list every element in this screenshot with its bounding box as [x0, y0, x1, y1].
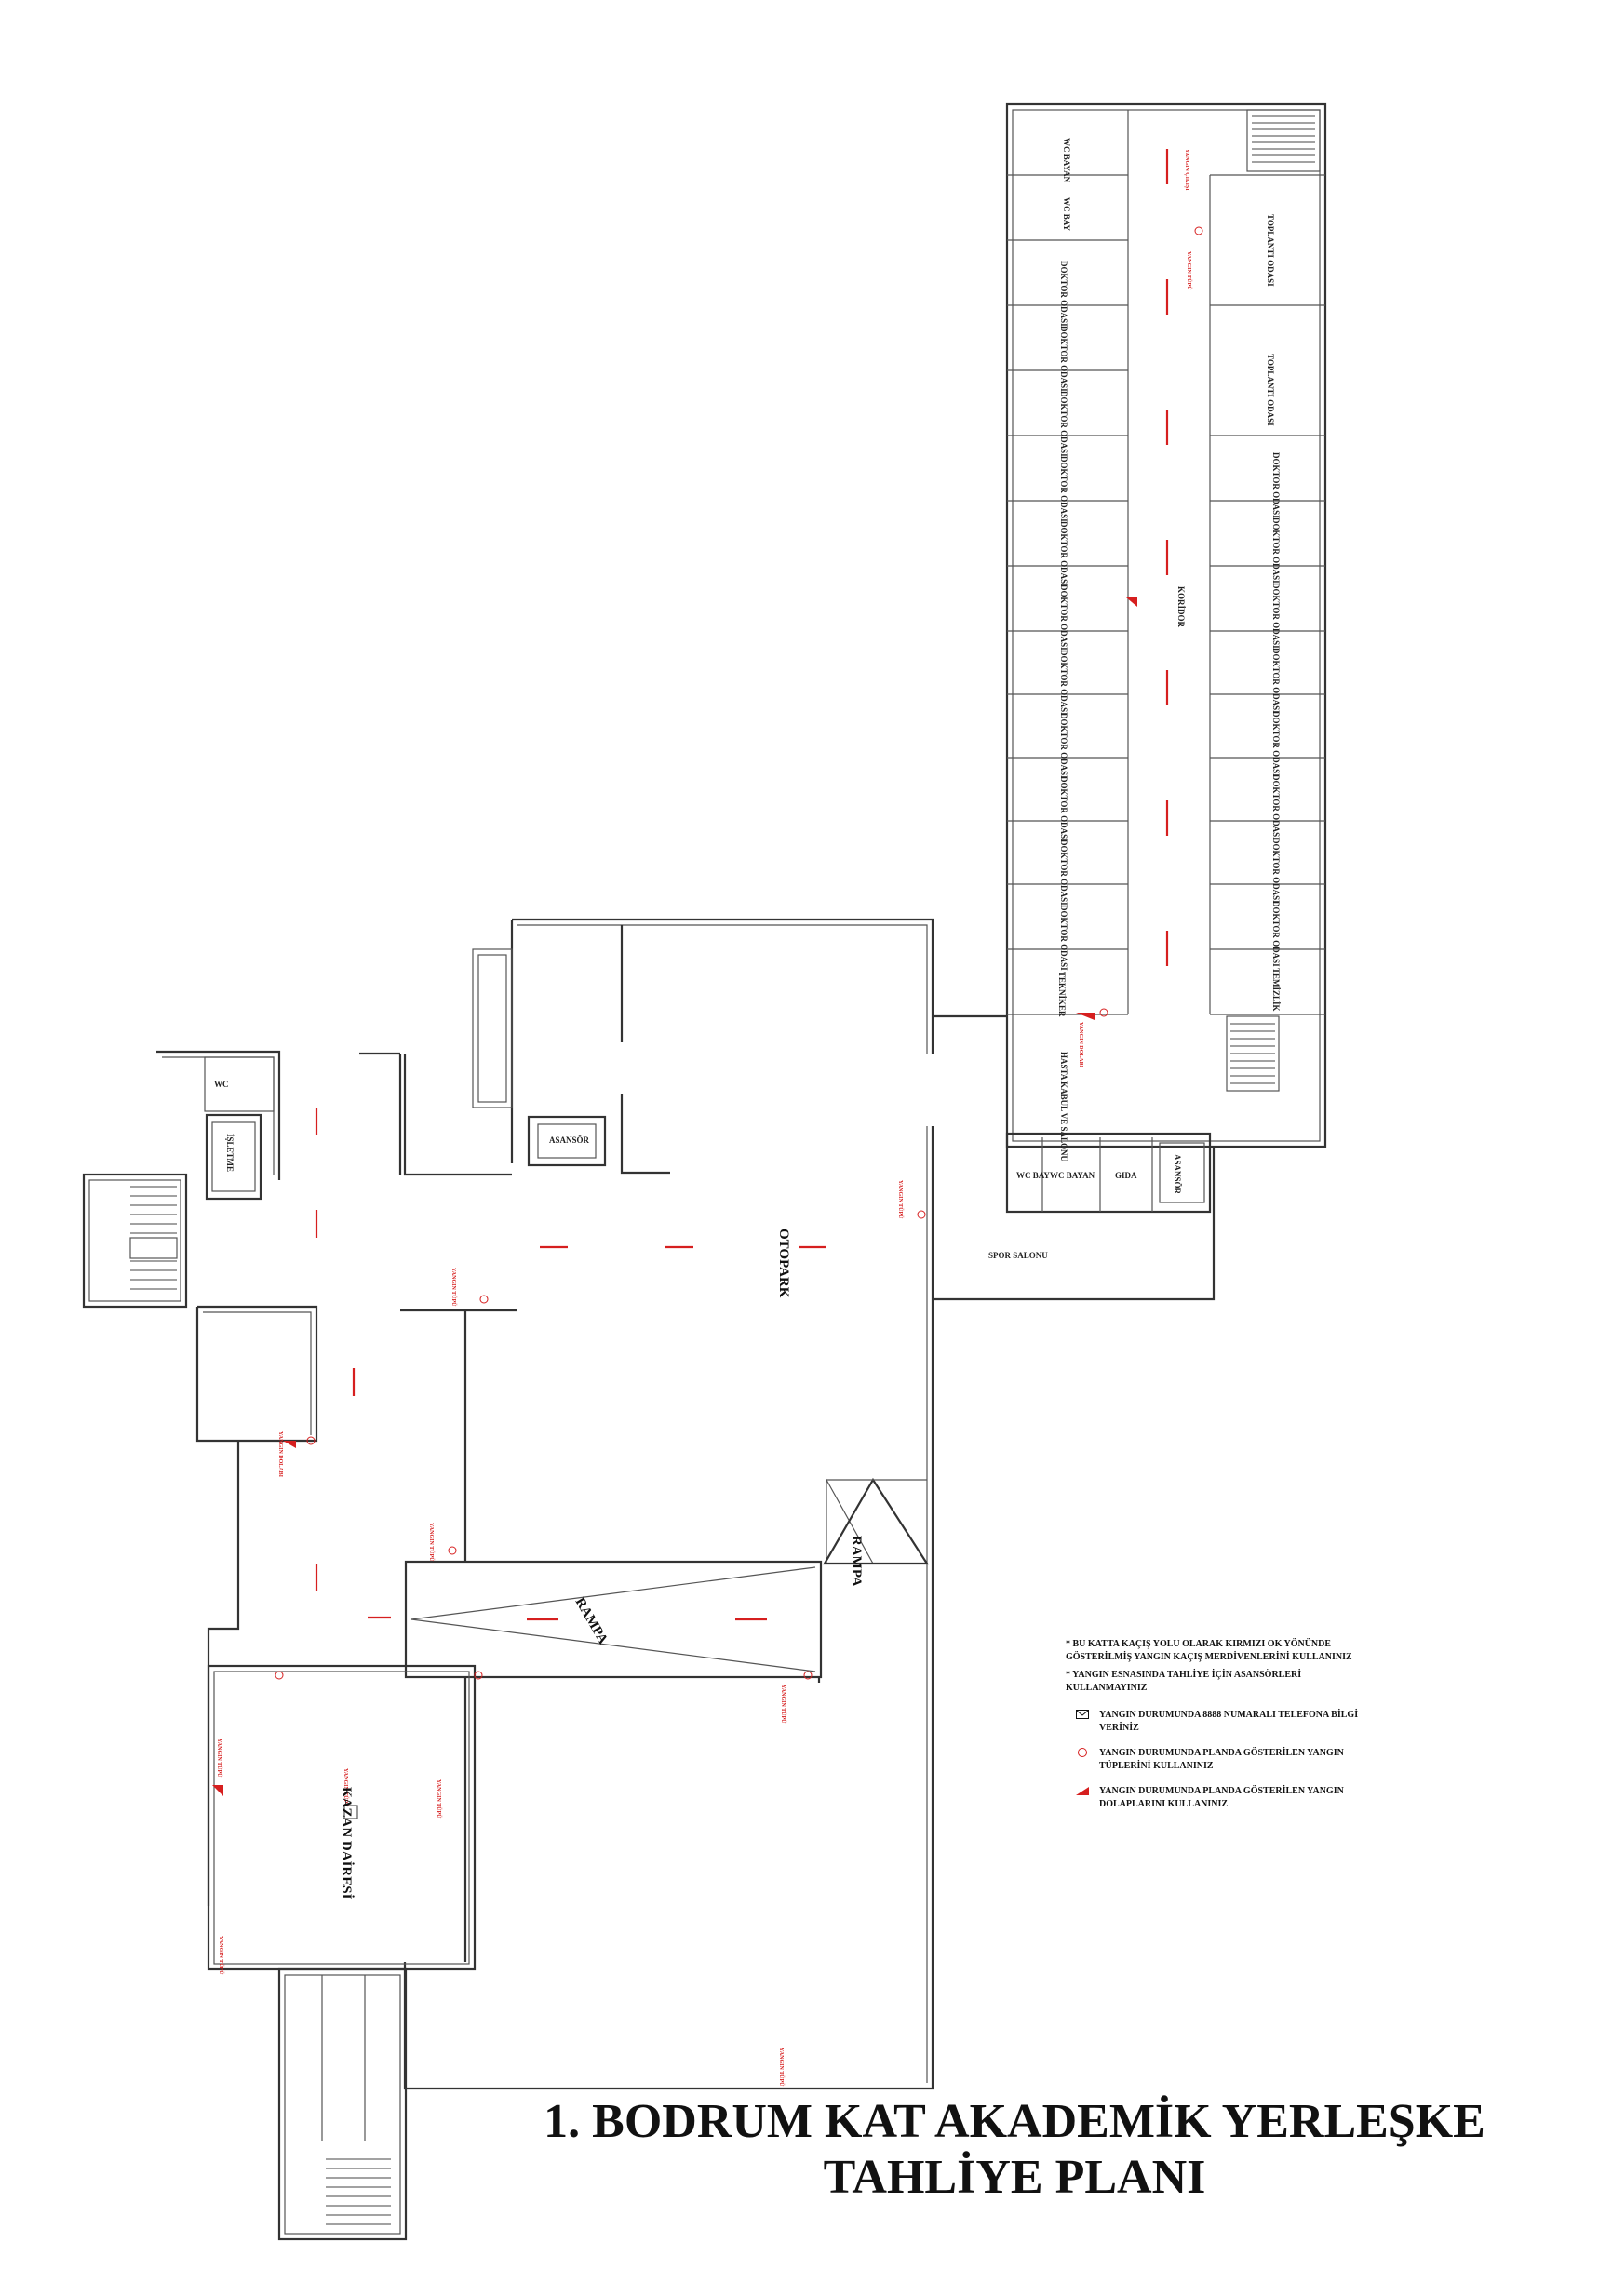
label-gida: GIDA — [1115, 1171, 1137, 1180]
title-line-1: 1. BODRUM KAT AKADEMİK YERLEŞKE — [544, 2095, 1485, 2148]
room-labels: WC BAYAN WC BAY DOKTOR ODASI DOKTOR ODAS… — [214, 138, 1281, 1900]
label-doktor-r6: DOKTOR ODASI — [1271, 774, 1281, 840]
label-doktor-r8: DOKTOR ODASI — [1271, 901, 1281, 967]
svg-text:YANGIN DOLABI: YANGIN DOLABI — [1078, 1022, 1083, 1068]
label-doktor-6: DOKTOR ODASI — [1059, 584, 1068, 651]
label-wc-left: WC — [214, 1080, 229, 1089]
label-doktor-1: DOKTOR ODASI — [1059, 261, 1068, 327]
svg-text:YANGIN TÜPÜ: YANGIN TÜPÜ — [1186, 251, 1192, 290]
exit-route-markers — [315, 149, 1169, 1621]
svg-text:YANGIN TÜPÜ: YANGIN TÜPÜ — [897, 1180, 904, 1219]
stair-northeast — [1246, 109, 1321, 172]
extinguisher-markers — [275, 226, 1203, 1680]
label-doktor-11: DOKTOR ODASI — [1059, 905, 1068, 971]
east-wing — [933, 102, 1327, 1301]
svg-text:YANGIN ÇIKIŞI: YANGIN ÇIKIŞI — [1184, 149, 1189, 191]
legend-phone: YANGIN DURUMUNDA 8888 NUMARALI TELEFONA … — [1066, 1709, 1373, 1734]
circle-extinguisher-icon — [1066, 1747, 1099, 1758]
label-wc-bay-top: WC BAY — [1062, 197, 1071, 231]
red-annotations: YANGIN ÇIKIŞI YANGIN TÜPÜ YANGIN DOLABI … — [216, 149, 1192, 2087]
label-doktor-8: DOKTOR ODASI — [1059, 713, 1068, 779]
label-toplanti-2: TOPLANTI ODASI — [1266, 354, 1275, 426]
envelope-phone-icon — [1066, 1709, 1099, 1720]
label-isletme: İŞLETME — [225, 1134, 235, 1172]
label-kazan-dairesi: KAZAN DAİRESİ — [339, 1787, 355, 1900]
label-otopark: OTOPARK — [776, 1229, 791, 1298]
label-wc-bayan: WC BAYAN — [1050, 1171, 1095, 1180]
parking-area — [400, 918, 934, 2090]
svg-text:YANGIN TÜPÜ: YANGIN TÜPÜ — [218, 1936, 224, 1975]
label-doktor-10: DOKTOR ODASI — [1059, 839, 1068, 906]
legend: * BU KATTA KAÇIŞ YOLU OLARAK KIRMIZI OK … — [1066, 1638, 1373, 1823]
label-doktor-3: DOKTOR ODASI — [1059, 391, 1068, 457]
legend-note-escape: * BU KATTA KAÇIŞ YOLU OLARAK KIRMIZI OK … — [1066, 1639, 1352, 1662]
fire-cabinet-markers — [212, 597, 1137, 1796]
page-title: 1. BODRUM KAT AKADEMİK YERLEŞKE TAHLİYE … — [484, 2094, 1545, 2206]
label-doktor-r4: DOKTOR ODASI — [1271, 648, 1281, 714]
label-rampa-small: RAMPA — [849, 1536, 864, 1587]
label-hasta-kabul: HASTA KABUL VE SALONU — [1059, 1052, 1068, 1161]
label-doktor-r3: DOKTOR ODASI — [1271, 583, 1281, 649]
label-temizlik: TEMİZLİK — [1271, 968, 1281, 1012]
legend-extinguisher-text: YANGIN DURUMUNDA PLANDA GÖSTERİLEN YANGI… — [1099, 1748, 1344, 1771]
west-block — [82, 1050, 477, 2241]
svg-text:YANGIN TÜPÜ: YANGIN TÜPÜ — [450, 1268, 457, 1307]
title-line-2: TAHLİYE PLANI — [823, 2150, 1206, 2204]
label-doktor-r7: DOKTOR ODASI — [1271, 838, 1281, 904]
label-doktor-2: DOKTOR ODASI — [1059, 326, 1068, 392]
label-wc-bayan-top: WC BAYAN — [1062, 138, 1071, 183]
svg-text:YANGIN TÜPÜ: YANGIN TÜPÜ — [778, 2048, 785, 2087]
label-doktor-4: DOKTOR ODASI — [1059, 456, 1068, 522]
label-rampa: RAMPA — [572, 1595, 611, 1647]
svg-text:YANGIN TÜPÜ: YANGIN TÜPÜ — [428, 1523, 435, 1562]
stair-east — [1226, 1015, 1280, 1092]
label-doktor-9: DOKTOR ODASI — [1059, 776, 1068, 842]
label-doktor-r5: DOKTOR ODASI — [1271, 711, 1281, 777]
label-asansor-odasi: ASANSÖR — [1173, 1154, 1182, 1195]
label-doktor-r2: DOKTOR ODASI — [1271, 517, 1281, 584]
legend-phone-text: YANGIN DURUMUNDA 8888 NUMARALI TELEFONA … — [1099, 1710, 1359, 1733]
legend-cabinet-text: YANGIN DURUMUNDA PLANDA GÖSTERİLEN YANGI… — [1099, 1786, 1344, 1809]
legend-note-elevator: * YANGIN ESNASINDA TAHLİYE İÇİN ASANSÖRL… — [1066, 1670, 1302, 1693]
svg-text:YANGIN DOLABI: YANGIN DOLABI — [277, 1431, 283, 1478]
red-triangle-cabinet-icon — [1066, 1785, 1099, 1796]
legend-extinguisher: YANGIN DURUMUNDA PLANDA GÖSTERİLEN YANGI… — [1066, 1747, 1373, 1772]
svg-text:YANGIN TÜPÜ: YANGIN TÜPÜ — [216, 1739, 222, 1778]
label-toplanti-1: TOPLANTI ODASI — [1266, 214, 1275, 287]
svg-text:YANGIN TÜPÜ: YANGIN TÜPÜ — [780, 1685, 786, 1724]
label-doktor-7: DOKTOR ODASI — [1059, 650, 1068, 716]
svg-text:YANGIN TÜPÜ: YANGIN TÜPÜ — [343, 1768, 349, 1807]
label-tekniker: TEKNİKER — [1057, 972, 1067, 1017]
svg-text:YANGIN TÜPÜ: YANGIN TÜPÜ — [436, 1779, 442, 1819]
label-koridor: KORİDOR — [1176, 586, 1186, 628]
label-doktor-r1: DOKTOR ODASI — [1271, 452, 1281, 518]
label-wc-bay: WC BAY — [1016, 1171, 1050, 1180]
label-asansor: ASANSÖR — [549, 1135, 590, 1145]
legend-cabinet: YANGIN DURUMUNDA PLANDA GÖSTERİLEN YANGI… — [1066, 1785, 1373, 1810]
label-spor-salonu: SPOR SALONU — [988, 1251, 1048, 1260]
label-doktor-5: DOKTOR ODASI — [1059, 521, 1068, 587]
